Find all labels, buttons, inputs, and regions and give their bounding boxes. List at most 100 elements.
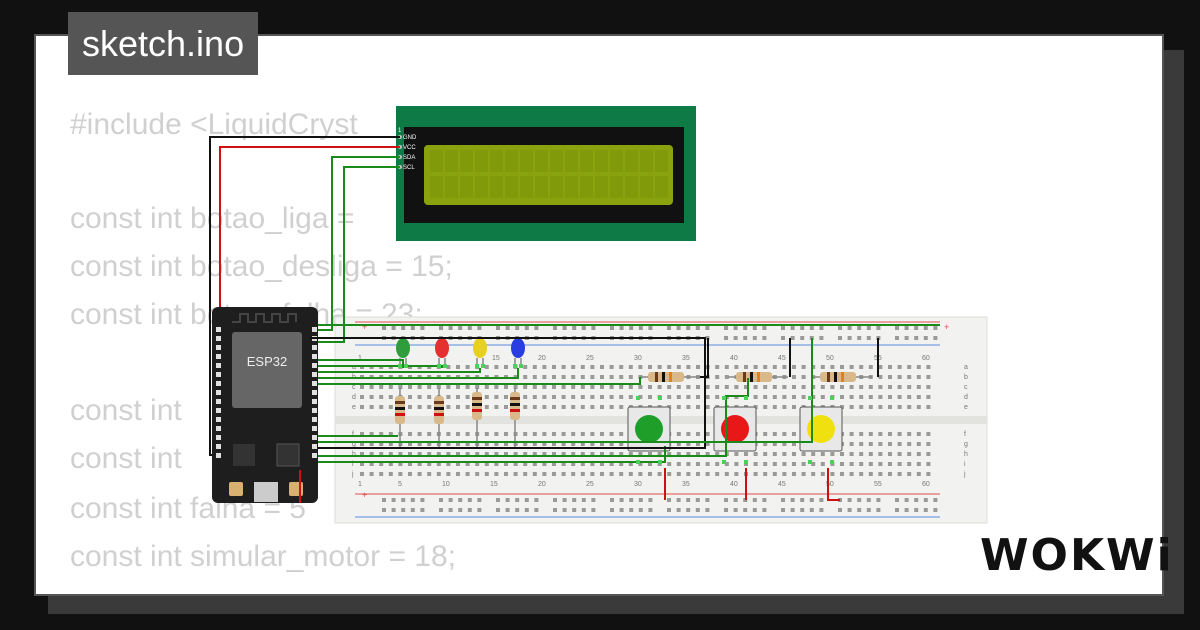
esp32-pin[interactable] bbox=[312, 399, 317, 404]
pushbutton-green[interactable] bbox=[627, 406, 671, 452]
esp32-pin[interactable] bbox=[312, 444, 317, 449]
esp32-pin[interactable] bbox=[216, 363, 221, 368]
hole-bottom-7-2 bbox=[427, 452, 432, 456]
hole-top-49-0 bbox=[830, 365, 835, 369]
esp32-regulator bbox=[233, 444, 255, 466]
hole-top-1-3 bbox=[369, 395, 374, 399]
hole-bottom-58-4 bbox=[916, 472, 921, 476]
sketch-title-tag[interactable]: sketch.ino bbox=[68, 12, 259, 75]
pushbutton-yellow-cap[interactable] bbox=[807, 415, 835, 443]
esp32-pin[interactable] bbox=[216, 327, 221, 332]
resistor-button-2[interactable] bbox=[728, 372, 788, 382]
hole-top-42-4 bbox=[763, 405, 768, 409]
hole-bottom-7-0 bbox=[427, 432, 432, 436]
esp32-pin[interactable] bbox=[216, 417, 221, 422]
hole-top-15-4 bbox=[504, 405, 508, 409]
hole-bottom-35-2 bbox=[696, 452, 700, 456]
pin-marker-4 bbox=[443, 364, 447, 368]
hole-rail-4-3-2 bbox=[638, 498, 643, 502]
pushbutton-yellow[interactable] bbox=[799, 406, 843, 452]
esp32-pin[interactable] bbox=[216, 336, 221, 341]
esp32-boot-button[interactable] bbox=[229, 482, 243, 496]
led-blue-body[interactable] bbox=[511, 338, 525, 358]
hole-top-17-4 bbox=[523, 405, 528, 409]
hole-bottom-0-1 bbox=[360, 442, 364, 446]
esp32-pin[interactable] bbox=[312, 426, 317, 431]
esp32-pin[interactable] bbox=[312, 408, 317, 413]
esp32-pin[interactable] bbox=[216, 390, 221, 395]
lcd-pin-index: 1 bbox=[398, 128, 402, 134]
pushbutton-green-cap[interactable] bbox=[635, 415, 663, 443]
hole-top-36-3 bbox=[705, 395, 710, 399]
hole-rail-3-2-3 bbox=[572, 508, 577, 512]
esp32-board[interactable]: ESP32 bbox=[212, 307, 318, 503]
esp32-pin[interactable] bbox=[216, 435, 221, 440]
esp32-pin[interactable] bbox=[216, 381, 221, 386]
hole-top-45-4 bbox=[792, 405, 796, 409]
esp32-pin[interactable] bbox=[216, 426, 221, 431]
breadboard-column-labels: 1 15 20 25 30 35 40 45 50 55 60 1 5 10 1… bbox=[358, 355, 930, 488]
hole-top-50-0 bbox=[840, 365, 844, 369]
esp32-pin[interactable] bbox=[312, 381, 317, 386]
resistor-led-1[interactable] bbox=[395, 388, 405, 448]
resistor-led-2-band3 bbox=[434, 413, 444, 416]
hole-bottom-22-3 bbox=[571, 462, 576, 466]
resistor-button-1[interactable] bbox=[640, 372, 700, 382]
esp32-pin[interactable] bbox=[312, 453, 317, 458]
hole-top-36-4 bbox=[705, 405, 710, 409]
hole-top-22-1 bbox=[571, 375, 576, 379]
led-red-body[interactable] bbox=[435, 338, 449, 358]
resistor-button-3[interactable] bbox=[812, 372, 872, 382]
esp32-pin[interactable] bbox=[312, 345, 317, 350]
esp32-pin[interactable] bbox=[216, 354, 221, 359]
hole-top-10-2 bbox=[456, 385, 460, 389]
led-green-body[interactable] bbox=[396, 338, 410, 358]
pin-marker-1 bbox=[398, 364, 402, 368]
pushbutton-red-cap[interactable] bbox=[721, 415, 749, 443]
esp32-pin[interactable] bbox=[312, 372, 317, 377]
hole-top-8-2 bbox=[436, 385, 441, 389]
pin-marker-14 bbox=[830, 396, 834, 400]
resistor-button-3-body bbox=[820, 372, 856, 382]
lcd-pin-sda: SDA bbox=[403, 155, 415, 161]
hole-bottom-8-4 bbox=[436, 472, 441, 476]
esp32-pin[interactable] bbox=[312, 435, 317, 440]
hole-top-39-0 bbox=[734, 365, 739, 369]
esp32-pin[interactable] bbox=[216, 372, 221, 377]
row-label-i: i bbox=[352, 461, 354, 468]
hole-rail-7-3-0 bbox=[809, 326, 814, 330]
hole-top-52-0 bbox=[859, 365, 864, 369]
hole-top-58-3 bbox=[916, 395, 921, 399]
esp32-pin[interactable] bbox=[312, 363, 317, 368]
esp32-pin[interactable] bbox=[312, 390, 317, 395]
hole-top-10-3 bbox=[456, 395, 460, 399]
esp32-pin[interactable] bbox=[216, 345, 221, 350]
leds bbox=[396, 338, 525, 368]
esp32-pin[interactable] bbox=[312, 327, 317, 332]
hole-top-37-3 bbox=[715, 395, 720, 399]
esp32-pin[interactable] bbox=[216, 399, 221, 404]
resistor-led-3[interactable] bbox=[472, 388, 482, 448]
esp32-pin[interactable] bbox=[216, 453, 221, 458]
hole-bottom-57-2 bbox=[907, 452, 912, 456]
hole-bottom-4-2 bbox=[398, 452, 403, 456]
lcd-display[interactable]: 1 GND VCC SDA SCL bbox=[396, 106, 696, 241]
esp32-pin[interactable] bbox=[312, 417, 317, 422]
row-label-e: e bbox=[352, 404, 356, 411]
esp32-pin[interactable] bbox=[216, 444, 221, 449]
resistor-led-4[interactable] bbox=[510, 388, 520, 448]
esp32-pin[interactable] bbox=[312, 354, 317, 359]
led-yellow-body[interactable] bbox=[473, 338, 487, 358]
esp32-usb-port[interactable] bbox=[254, 482, 278, 502]
hole-bottom-52-3 bbox=[859, 462, 864, 466]
esp32-pin[interactable] bbox=[216, 408, 221, 413]
hole-rail-2-4-3 bbox=[534, 508, 539, 512]
resistor-led-2[interactable] bbox=[434, 388, 444, 448]
pin-marker-19 bbox=[808, 460, 812, 464]
hole-top-30-0 bbox=[648, 365, 652, 369]
pin-marker-2 bbox=[404, 364, 408, 368]
hole-bottom-14-0 bbox=[494, 432, 499, 436]
pushbutton-red[interactable] bbox=[713, 406, 757, 452]
hole-top-54-3 bbox=[878, 395, 883, 399]
hole-top-46-3 bbox=[801, 395, 806, 399]
